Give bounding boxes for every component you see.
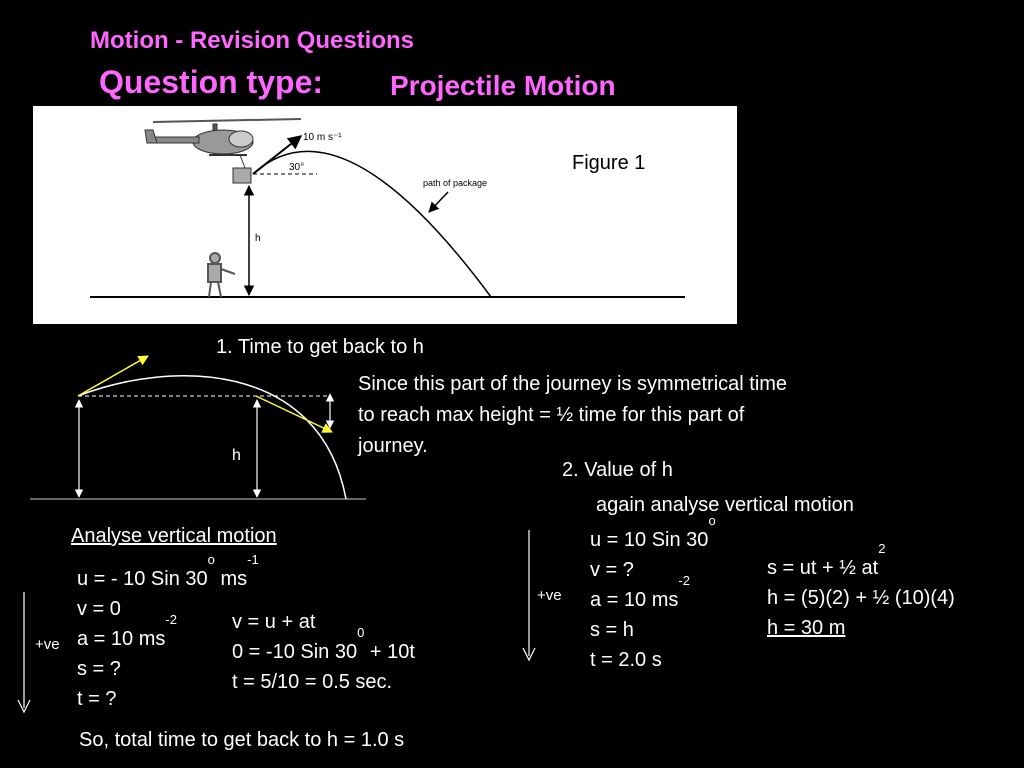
package-trajectory: [252, 150, 492, 298]
part2-knowns: u = 10 Sin 30o v = ? a = 10 ms-2 s = h t…: [590, 513, 716, 675]
path-label: path of package: [423, 178, 487, 188]
part1-explanation: Since this part of the journey is symmet…: [358, 369, 787, 462]
figure-caption: Figure 1: [572, 152, 646, 174]
part2-heading: 2. Value of h: [562, 459, 673, 481]
part2-subheading: again analyse vertical motion: [596, 494, 854, 516]
figure-1-diagram: 10 m s⁻¹ 30° path of package h: [90, 118, 685, 298]
known-u: u = - 10 Sin 30o ms-1: [77, 552, 259, 590]
final-answer: h = 30 m: [767, 617, 846, 639]
angle-label: 30°: [289, 162, 304, 173]
helicopter-icon: [144, 118, 302, 156]
explanation-line: journey.: [358, 435, 428, 457]
question-type-value: Projectile Motion: [390, 70, 616, 101]
figure-1-panel: 10 m s⁻¹ 30° path of package h Figure 1: [33, 106, 737, 324]
question-type-label: Question type:: [99, 64, 324, 100]
known-a: a = 10 ms-2: [590, 573, 690, 611]
known-v: v = 0: [77, 598, 121, 620]
sketch-trajectory: [77, 375, 347, 500]
slide-title: Motion - Revision Questions: [90, 27, 415, 54]
part1-heading: 1. Time to get back to h: [216, 336, 424, 358]
known-a: a = 10 ms-2: [77, 612, 177, 650]
part1-conclusion: So, total time to get back to h = 1.0 s: [79, 729, 405, 751]
known-v: v = ?: [590, 559, 634, 581]
substitution: h = (5)(2) + ½ (10)(4): [767, 587, 955, 609]
part1-working: v = u + at 0 = -10 Sin 300 + 10t t = 5/1…: [232, 607, 415, 697]
known-u: u = 10 Sin 30o: [590, 513, 716, 551]
symmetry-sketch: h: [30, 355, 366, 500]
substitution: 0 = -10 Sin 300 + 10t: [232, 625, 415, 663]
explanation-line: Since this part of the journey is symmet…: [358, 373, 788, 395]
person-icon: [207, 252, 236, 298]
part2-positive-direction-arrow: [522, 530, 536, 662]
result: t = 5/10 = 0.5 sec.: [232, 671, 393, 693]
part2-positive-label: +ve: [537, 587, 562, 604]
explanation-line: to reach max height = ½ time for this pa…: [358, 404, 745, 426]
known-t: t = ?: [77, 688, 117, 710]
part1-positive-direction-arrow: [17, 592, 31, 714]
path-label-arrow: [428, 191, 449, 213]
part1-positive-label: +ve: [35, 636, 60, 653]
part2-working: s = ut + ½ at2 h = (5)(2) + ½ (10)(4) h …: [767, 541, 955, 643]
equation: v = u + at: [232, 611, 316, 633]
velocity-label: 10 m s⁻¹: [303, 132, 342, 143]
return-velocity-arrow: [255, 395, 333, 433]
part1-knowns: u = - 10 Sin 30o ms-1 v = 0 a = 10 ms-2 …: [77, 552, 259, 714]
known-t: t = 2.0 s: [590, 649, 662, 671]
known-s: s = ?: [77, 658, 121, 680]
analyse-vertical-heading: Analyse vertical motion: [71, 525, 277, 547]
package-icon: [232, 167, 252, 184]
known-s: s = h: [590, 619, 634, 641]
height-label: h: [255, 233, 261, 244]
launch-velocity-arrow: [77, 355, 149, 397]
equation: s = ut + ½ at2: [767, 541, 886, 579]
sketch-height-label: h: [232, 447, 241, 464]
